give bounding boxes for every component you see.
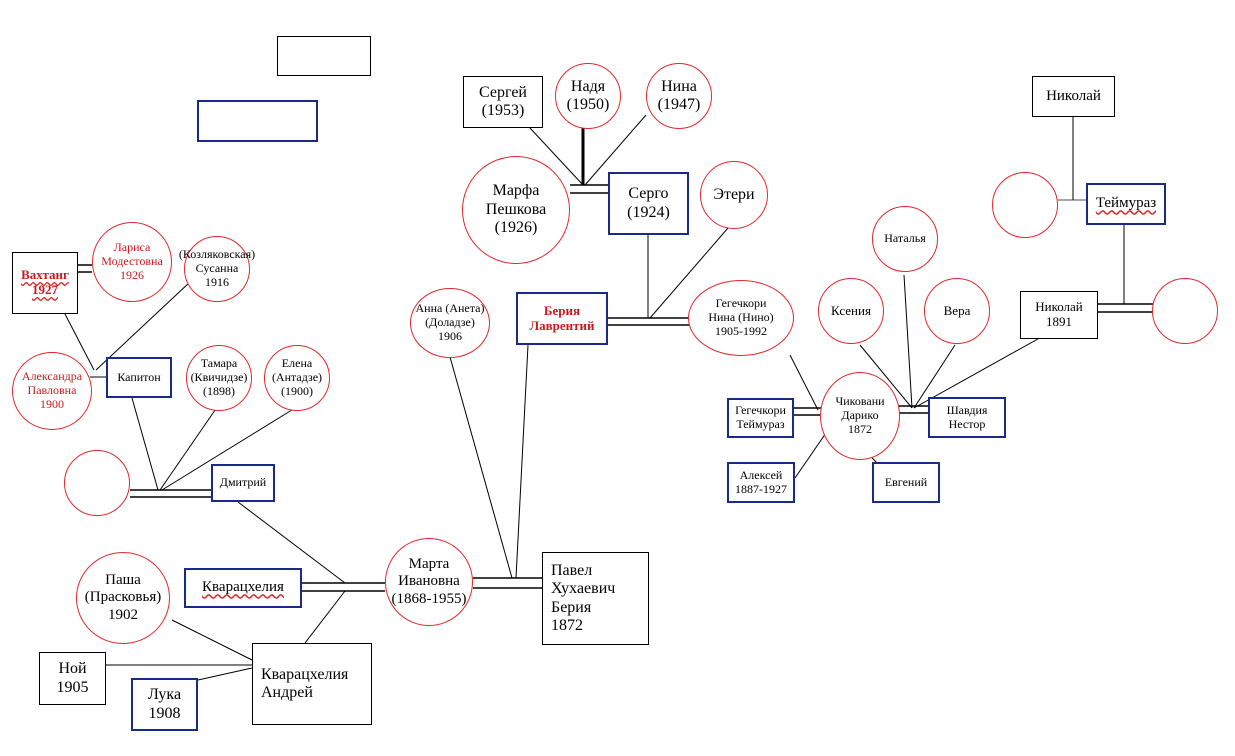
person-box-evgeniy: Евгений <box>872 462 940 503</box>
person-circle-natalya: Наталья <box>872 206 938 272</box>
person-box-aleksey: Алексей 1887-1927 <box>727 462 795 503</box>
person-box-luka: Лука 1908 <box>131 678 198 731</box>
person-box-teymuraz-top: Теймураз <box>1086 183 1166 225</box>
person-box-nikolay-top: Николай <box>1032 76 1115 117</box>
person-circle-empty-top-right <box>992 172 1058 238</box>
person-box-vakhtang: Вахтанг 1927 <box>12 252 78 314</box>
person-box-kvaratskheliya: Кварацхелия <box>184 568 302 608</box>
person-circle-vera: Вера <box>924 278 990 344</box>
person-box-pavel: Павел Хухаевич Берия 1872 <box>542 552 649 645</box>
person-box-sergo: Серго (1924) <box>608 172 689 235</box>
person-circle-empty-left <box>64 450 130 516</box>
person-circle-chikovani: Чиковани Дарико 1872 <box>820 372 900 460</box>
person-circle-elena: Елена (Антадзе) (1900) <box>264 345 330 411</box>
person-circle-larisa: Лариса Модестовна 1926 <box>92 222 172 302</box>
person-box-nikolay-1891: Николай 1891 <box>1020 291 1098 339</box>
person-box-andrey: Кварацхелия Андрей <box>252 643 372 725</box>
person-circle-susanna: (Козляковская) Сусанна 1916 <box>179 236 255 302</box>
person-circle-nina-gegechkori: Гегечкори Нина (Нино) 1905-1992 <box>688 280 794 356</box>
person-box-dmitriy: Дмитрий <box>211 464 275 502</box>
person-circle-kseniya: Ксения <box>818 278 884 344</box>
person-circle-aleksandra: Александра Павловна 1900 <box>12 352 92 430</box>
person-circle-anna: Анна (Анета) (Доладзе) 1906 <box>410 288 490 358</box>
person-box-shavdiya: Шавдия Нестор <box>928 397 1006 438</box>
person-circle-pasha: Паша (Прасковья) 1902 <box>76 552 170 644</box>
person-circle-marta: Марта Ивановна (1868-1955) <box>385 538 473 626</box>
person-circle-nina-1947: Нина (1947) <box>646 63 712 129</box>
person-circle-nadya: Надя (1950) <box>555 63 621 129</box>
legend-box-blue <box>197 100 318 142</box>
person-box-beria-lavrenty: Берия Лаврентий <box>516 292 608 345</box>
person-circle-eteri: Этери <box>700 161 768 229</box>
person-box-noy: Ной 1905 <box>39 652 106 705</box>
person-circle-tamara: Тамара (Квичидзе) (1898) <box>186 345 252 411</box>
person-box-sergey: Сергей (1953) <box>463 76 543 128</box>
person-box-gegechkori-teymuraz: Гегечкори Теймураз <box>727 398 794 438</box>
legend-box-black <box>277 36 371 76</box>
person-circle-marfa: Марфа Пешкова (1926) <box>462 156 570 264</box>
person-circle-empty-right <box>1152 278 1218 344</box>
person-box-kapiton: Капитон <box>106 357 172 398</box>
